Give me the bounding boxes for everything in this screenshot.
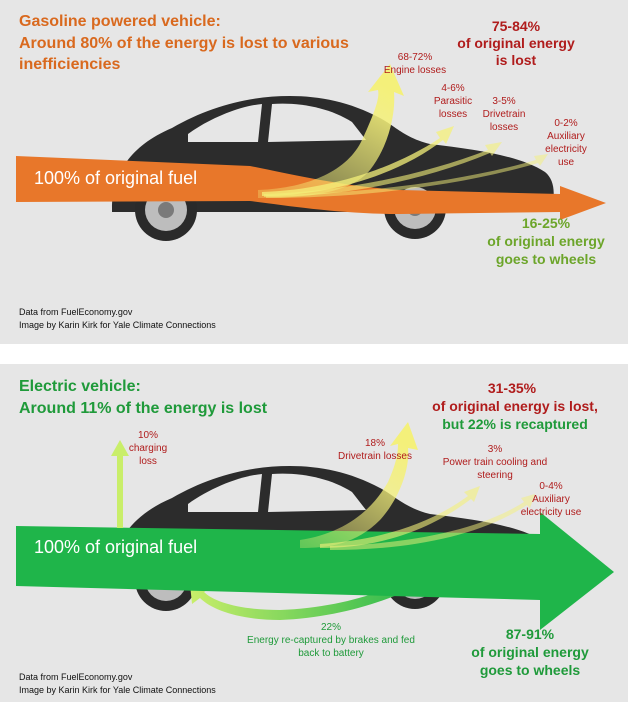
ev-lost-line2: of original energy is lost, [432, 398, 598, 414]
ev-credit-line2: Image by Karin Kirk for Yale Climate Con… [19, 685, 216, 695]
gasoline-panel: Gasoline powered vehicle: Around 80% of … [0, 0, 628, 344]
gas-lost-line3: is lost [495, 52, 537, 68]
ev-aux-loss-line1: Auxiliary [532, 494, 570, 505]
ev-car-window-front [268, 473, 366, 512]
charging-loss-arrow [111, 440, 129, 528]
gas-wheels-line3: goes to wheels [495, 251, 597, 267]
recapture-line2: back to battery [298, 648, 364, 659]
ev-wheels-line3: goes to wheels [479, 662, 581, 678]
drivetrain-loss-line2: losses [489, 122, 519, 133]
ev-aux-loss-pct: 0-4% [539, 481, 563, 492]
ev-lost-pct: 31-35% [487, 380, 537, 396]
cooling-loss-arrow [320, 486, 480, 548]
car-window-rear [188, 104, 262, 142]
ev-fuel-band [16, 512, 614, 630]
charging-loss-pct: 10% [137, 430, 158, 441]
ev-car-window-rear [188, 474, 262, 512]
gas-title-line3: inefficiencies [19, 56, 121, 73]
drivetrain-loss-line1: Drivetrain [482, 109, 526, 120]
ev-wheels-line2: of original energy [471, 644, 589, 660]
cooling-loss-line1: Power train cooling and [442, 457, 548, 468]
gas-lost-line2: of original energy [457, 35, 575, 51]
gas-lost-pct: 75-84% [491, 18, 541, 34]
car-window-front [268, 103, 366, 142]
cooling-loss-line2: steering [477, 470, 513, 481]
ev-wheels-pct: 87-91% [505, 626, 555, 642]
ev-drivetrain-loss-arrow [300, 422, 418, 548]
aux-loss-line2: electricity [545, 144, 587, 155]
gas-title-line2: Around 80% of the energy is lost to vari… [19, 35, 349, 52]
gas-title-line1: Gasoline powered vehicle: [19, 13, 221, 30]
parasitic-loss-line1: Parasitic [433, 96, 473, 107]
gas-wheels-line2: of original energy [487, 233, 605, 249]
electric-diagram [16, 422, 614, 630]
ev-fuel-label: 100% of original fuel [34, 537, 198, 557]
ev-aux-loss-arrow [330, 494, 535, 550]
engine-loss-arrow [258, 64, 404, 198]
gas-wheels-pct: 16-25% [521, 215, 571, 231]
aux-loss-pct: 0-2% [554, 118, 578, 129]
ev-recaptured-line: but 22% is recaptured [442, 416, 588, 432]
ev-title-line2: Around 11% of the energy is lost [19, 400, 268, 417]
aux-loss-line3: use [557, 157, 575, 168]
ev-aux-loss-line2: electricity use [520, 507, 582, 518]
recapture-line1: Energy re-captured by brakes and fed [247, 635, 415, 646]
aux-loss-line1: Auxiliary [547, 131, 585, 142]
engine-loss-label: Engine losses [383, 65, 447, 76]
charging-loss-line1: charging [128, 443, 168, 454]
gas-credit-line1: Data from FuelEconomy.gov [19, 307, 133, 317]
aux-loss-arrow [266, 154, 548, 198]
electric-panel: Electric vehicle: Around 11% of the ener… [0, 364, 628, 702]
gas-credit-line2: Image by Karin Kirk for Yale Climate Con… [19, 320, 216, 330]
ev-drivetrain-loss-pct: 18% [364, 438, 385, 449]
gas-fuel-label: 100% of original fuel [34, 168, 198, 188]
charging-loss-line2: loss [139, 456, 157, 467]
gasoline-diagram [16, 64, 606, 241]
ev-title-line1: Electric vehicle: [19, 378, 141, 395]
parasitic-loss-pct: 4-6% [441, 83, 465, 94]
parasitic-loss-line2: losses [438, 109, 468, 120]
drivetrain-loss-pct: 3-5% [492, 96, 516, 107]
ev-drivetrain-loss-label: Drivetrain losses [338, 451, 412, 462]
engine-loss-pct: 68-72% [397, 52, 433, 63]
cooling-loss-pct: 3% [487, 444, 503, 455]
ev-credit-line1: Data from FuelEconomy.gov [19, 672, 133, 682]
recapture-pct: 22% [320, 622, 341, 633]
